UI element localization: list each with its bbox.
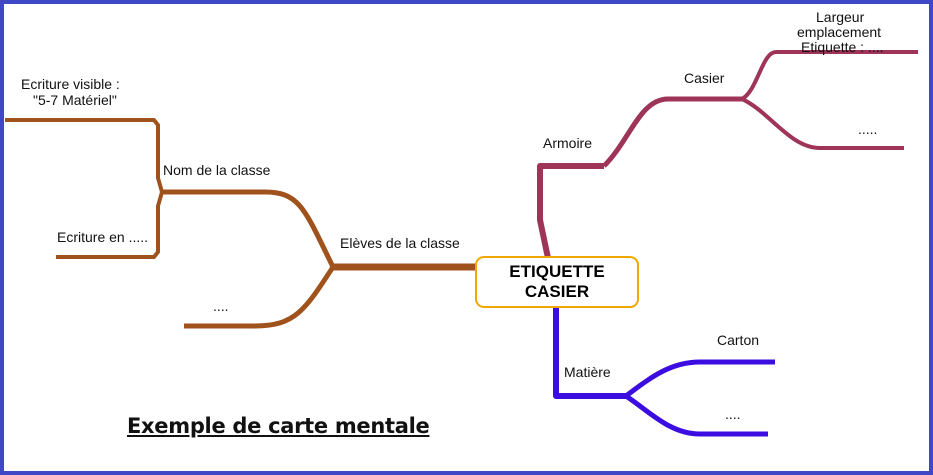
label-nom-classe: Nom de la classe: [163, 162, 271, 178]
branch-line-carton: [624, 359, 775, 398]
diagram-caption: Exemple de carte mentale: [127, 414, 430, 438]
label-ecriture-visible-line1: Ecriture visible :: [21, 76, 120, 92]
label-eleves: Elèves de la classe: [340, 235, 460, 251]
label-matiere-other: ....: [725, 406, 741, 422]
branch-line-nom-classe: [162, 189, 336, 269]
branch-line-largeur: [740, 50, 918, 101]
label-carton: Carton: [717, 332, 760, 348]
label-armoire: Armoire: [543, 135, 593, 151]
center-node-line2: CASIER: [524, 282, 590, 301]
label-eleves-other: ....: [213, 298, 229, 314]
branch-line-ecriture-visible: [5, 118, 164, 193]
label-largeur-line2: emplacement: [797, 24, 882, 40]
branch-line-matiere: [553, 307, 626, 399]
center-node-line1: ETIQUETTE: [509, 262, 605, 281]
label-matiere: Matière: [564, 364, 611, 380]
branch-line-casier-other: [741, 97, 904, 150]
branch-line-eleves-other: [184, 265, 336, 329]
center-node: ETIQUETTE CASIER: [475, 256, 639, 308]
label-casier-other: .....: [858, 121, 878, 137]
label-largeur-line3: Etiquette : ....: [801, 39, 884, 55]
branch-line-ecriture-en: [56, 191, 164, 259]
branch-line-matiere-other: [624, 393, 768, 437]
label-ecriture-visible-line2: "5-7 Matériel": [33, 92, 117, 108]
label-casier: Casier: [684, 70, 725, 86]
branch-line-armoire: [537, 163, 604, 259]
branch-line-casier: [602, 96, 742, 168]
label-ecriture-en: Ecriture en .....: [57, 229, 149, 245]
label-largeur-line1: Largeur: [816, 9, 865, 25]
